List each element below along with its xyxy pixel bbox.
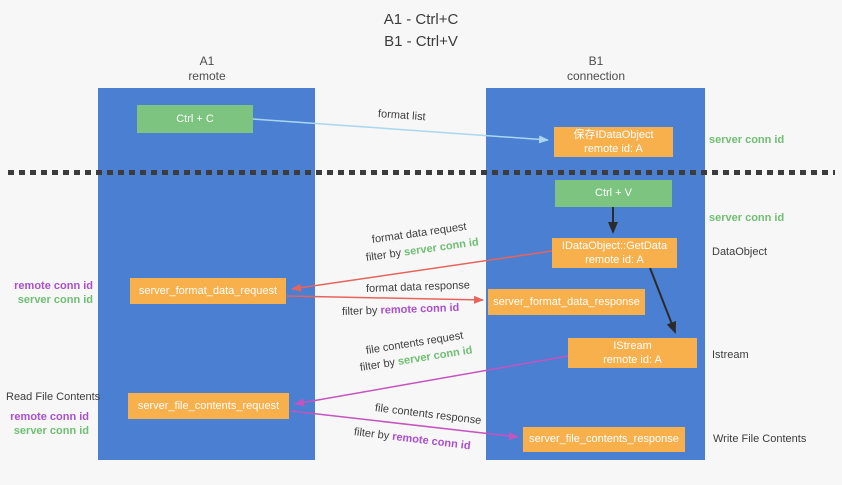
istream-side-label: Istream	[712, 349, 749, 361]
server-conn-id-mid-label: server conn id	[709, 212, 785, 224]
save-dataobject-line1: 保存IDataObject	[573, 128, 654, 141]
filter-prefix: filter by	[341, 304, 381, 318]
file-response-filter-label: filter by remote conn id	[353, 426, 471, 452]
getdata-line2: remote id: A	[585, 254, 644, 266]
istream-node: IStream remote id: A	[568, 338, 697, 368]
ctrl-c-node: Ctrl + C	[137, 105, 253, 133]
istream-line1: IStream	[613, 339, 652, 352]
server-format-data-response-node: server_format_data_response	[488, 289, 645, 315]
lane-b1-role: connection	[566, 69, 626, 83]
diagram-title: A1 - Ctrl+C B1 - Ctrl+V	[0, 9, 842, 53]
server-format-data-request-node: server_format_data_request	[130, 278, 286, 304]
server-conn-id-top-label: server conn id	[709, 134, 785, 146]
format-list-label: format list	[377, 108, 426, 124]
format-data-response-arrow	[286, 295, 484, 304]
format-remote-conn-id-label: remote conn id	[14, 280, 93, 292]
ctrl-c-label: Ctrl + C	[176, 112, 214, 125]
file-remote-conn-id-label: remote conn id	[10, 411, 89, 423]
file-server-conn-id-label: server conn id	[13, 425, 89, 438]
file-conn-id-stack: remote conn id server conn id	[6, 410, 89, 439]
lane-header-a1: A1 remote	[157, 54, 257, 84]
server-file-contents-request-label: server_file_contents_request	[137, 399, 280, 412]
lane-a1-name: A1	[199, 54, 215, 68]
server-file-contents-response-node: server_file_contents_response	[523, 427, 685, 452]
server-format-data-request-label: server_format_data_request	[138, 284, 278, 297]
filter-value: remote conn id	[380, 301, 460, 317]
ctrl-v-label: Ctrl + V	[595, 187, 632, 200]
clipboard-phase-divider	[8, 170, 835, 175]
getdata-node: IDataObject::GetData remote id: A	[552, 238, 677, 268]
server-file-contents-request-node: server_file_contents_request	[128, 393, 289, 419]
save-dataobject-line2: remote id: A	[584, 143, 643, 155]
title-line-2: B1 - Ctrl+V	[384, 32, 458, 50]
ctrl-v-node: Ctrl + V	[555, 180, 672, 207]
lane-header-b1: B1 connection	[546, 54, 646, 84]
lane-b1-name: B1	[588, 54, 604, 68]
read-file-contents-label: Read File Contents	[6, 391, 101, 403]
format-response-filter-label: filter by remote conn id	[342, 302, 460, 318]
format-data-response-label: format data response	[365, 279, 471, 295]
server-format-data-response-label: server_format_data_response	[493, 295, 640, 308]
file-contents-response-label: file contents response	[374, 402, 482, 427]
format-conn-id-stack: remote conn id server conn id	[10, 279, 93, 308]
save-dataobject-node: 保存IDataObject remote id: A	[554, 127, 673, 157]
filter-prefix: filter by	[365, 246, 405, 264]
istream-line2: remote id: A	[603, 354, 662, 366]
filter-value: remote conn id	[391, 430, 472, 453]
title-line-1: A1 - Ctrl+C	[383, 11, 459, 28]
filter-prefix: filter by	[353, 426, 393, 443]
dataobject-label: DataObject	[712, 246, 768, 258]
server-file-contents-response-label: server_file_contents_response	[529, 433, 679, 446]
getdata-line1: IDataObject::GetData	[561, 239, 668, 252]
lane-a1-role: remote	[188, 69, 226, 83]
format-server-conn-id-label: server conn id	[17, 294, 93, 307]
write-file-contents-label: Write File Contents	[713, 433, 807, 445]
filter-prefix: filter by	[359, 356, 399, 374]
